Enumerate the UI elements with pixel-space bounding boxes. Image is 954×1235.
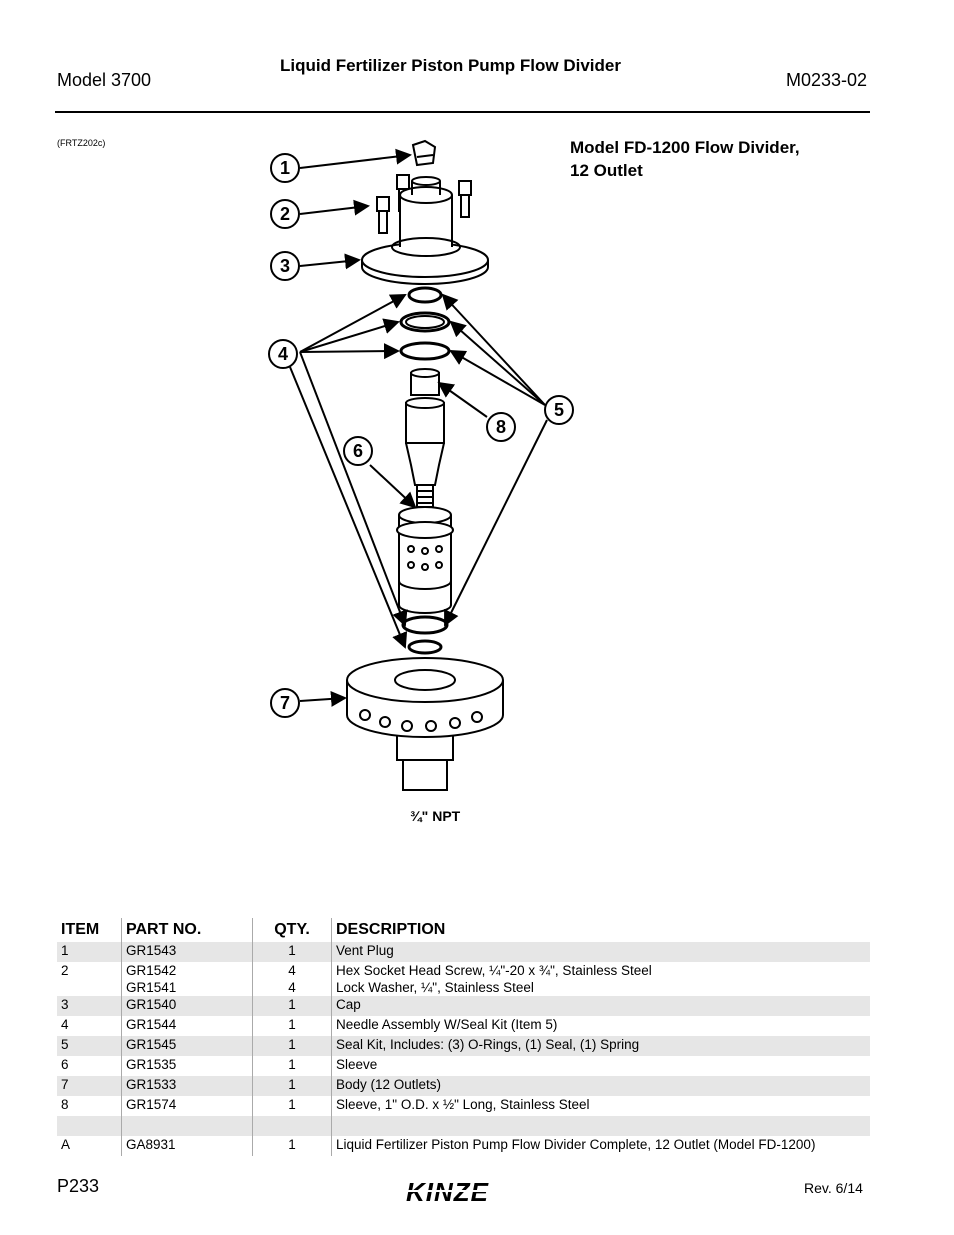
callout-8: 8 [486,412,516,442]
header-title: Liquid Fertilizer Piston Pump Flow Divid… [280,56,621,75]
callout-6: 6 [343,436,373,466]
svg-text:5: 5 [554,400,564,420]
cell-qty: 1 [252,1056,332,1076]
table-row: 3 GR1540 1 Cap [57,996,870,1016]
table-row: 7 GR1533 1 Body (12 Outlets) [57,1076,870,1096]
table-row: 5 GR1545 1 Seal Kit, Includes: (3) O-Rin… [57,1036,870,1056]
cell-qty: 1 [252,1016,332,1036]
cell-desc: Sleeve, 1" O.D. x ½" Long, Stainless Ste… [331,1096,870,1116]
cell-item: 6 [61,1057,69,1072]
svg-text:3: 3 [280,256,290,276]
svg-text:1: 1 [280,158,290,178]
cell-desc: Body (12 Outlets) [331,1076,870,1096]
table-row: A GA8931 1 Liquid Fertilizer Piston Pump… [57,1136,870,1156]
col-qty-header: QTY. [252,918,332,942]
table-row-spacer [57,1116,870,1136]
cell-desc: Liquid Fertilizer Piston Pump Flow Divid… [331,1136,870,1156]
cell-item: 2 [61,963,69,978]
table-row: 8 GR1574 1 Sleeve, 1" O.D. x ½" Long, St… [57,1096,870,1116]
table-row: 4 GR1544 1 Needle Assembly W/Seal Kit (I… [57,1016,870,1036]
table-header-row: ITEM PART NO. QTY. DESCRIPTION [57,918,870,942]
needle-part [405,397,445,508]
body-part [346,657,504,791]
cell-part: GA8931 [121,1136,253,1156]
cell-item: 8 [61,1097,69,1112]
callout-2: 2 [270,199,300,229]
callout-7: 7 [270,688,300,718]
npt-label: ¾" NPT [410,808,461,824]
small-sleeve-part [410,368,440,396]
figure-title-line2: 12 Outlet [570,161,643,180]
cell-item: A [61,1137,71,1152]
cell-part: GR1574 [121,1096,253,1116]
col-desc-header: DESCRIPTION [331,918,870,942]
col-part-header: PART NO. [121,918,253,942]
svg-text:7: 7 [280,693,290,713]
exploded-parts-diagram: 1 2 3 4 5 6 7 8 [268,139,574,791]
vent-plug-part [411,139,437,167]
cell-qty: 1 [252,996,332,1016]
cell-qty: 1 [252,1096,332,1116]
cell-desc: Needle Assembly W/Seal Kit (Item 5) [331,1016,870,1036]
svg-text:2: 2 [280,204,290,224]
cell-part: GR1545 [121,1036,253,1056]
callout-1: 1 [270,153,300,183]
cell-item: 4 [61,1017,69,1032]
table-row: 1 GR1543 1 Vent Plug [57,942,870,962]
callout-5: 5 [544,395,574,425]
cell-desc: Hex Socket Head Screw, ¼"-20 x ¾", Stain… [331,962,870,996]
cell-qty: 1 [252,1076,332,1096]
figure-title: Model FD-1200 Flow Divider, 12 Outlet [570,136,800,182]
figure-reference: (FRTZ202c) [57,138,106,148]
revision-label: Rev. 6/14 [804,1180,863,1196]
cell-qty: 1 [252,1036,332,1056]
cell-qty: 1 [252,942,332,962]
header-doc-number: M0233-02 [786,70,868,90]
cell-desc: Seal Kit, Includes: (3) O-Rings, (1) Sea… [331,1036,870,1056]
table-row: 6 GR1535 1 Sleeve [57,1056,870,1076]
o-ring-top [407,286,443,304]
cell-part: GR1533 [121,1076,253,1096]
svg-text:8: 8 [496,417,506,437]
cell-part: GR1535 [121,1056,253,1076]
cap-part [361,176,489,285]
header-model: Model 3700 [57,70,152,90]
figure-title-line1: Model FD-1200 Flow Divider, [570,138,800,157]
page-number: P233 [57,1176,100,1196]
svg-text:4: 4 [278,344,288,364]
cell-part: GR1540 [121,996,253,1016]
cell-desc: Cap [331,996,870,1016]
cell-part: GR1543 [121,942,253,962]
cell-item: 7 [57,1076,122,1096]
cell-item: 5 [57,1036,122,1056]
header-divider [55,111,870,113]
cell-part: GR1544 [121,1016,253,1036]
sleeve-part [396,506,454,614]
callout-3: 3 [270,251,300,281]
svg-text:6: 6 [353,441,363,461]
col-item-header: ITEM [61,921,100,938]
callout-4: 4 [268,339,298,369]
kinze-logo: KINZE [404,1177,518,1205]
cell-item: 3 [57,996,122,1016]
cell-desc: Vent Plug [331,942,870,962]
parts-table: ITEM PART NO. QTY. DESCRIPTION 1 GR1543 … [57,918,870,1156]
cell-desc: Sleeve [331,1056,870,1076]
cell-qty: 1 [252,1136,332,1156]
cell-item: 1 [57,942,122,962]
